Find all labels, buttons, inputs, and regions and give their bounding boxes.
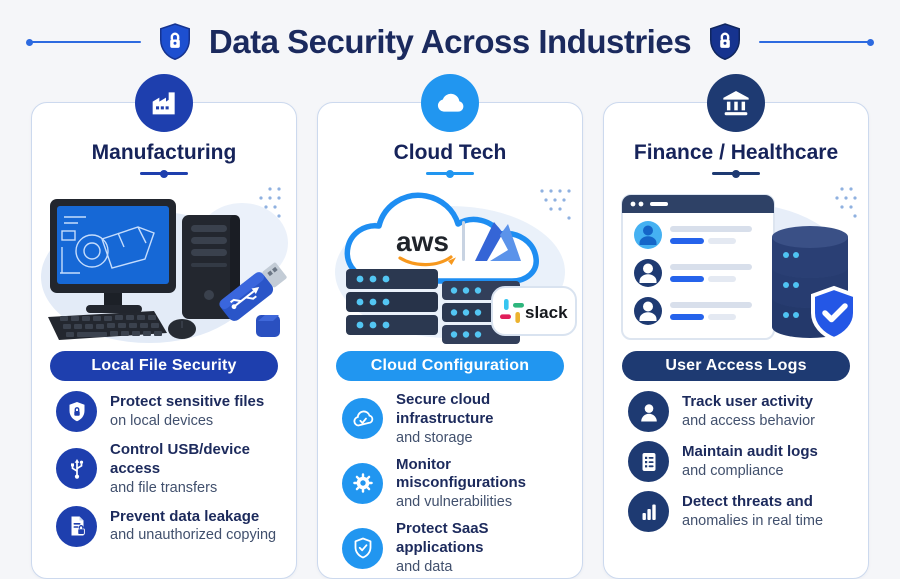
user-icon: [628, 391, 669, 432]
columns: Manufacturing: [0, 74, 900, 579]
slack-wordmark: slack: [525, 303, 568, 322]
document-lock-icon: [56, 505, 97, 547]
column-title: Cloud Tech: [393, 141, 507, 164]
cloud-outline: [344, 192, 539, 284]
logo-divider: [462, 221, 465, 261]
usb-cap: [256, 315, 280, 337]
shield-check-icon: [342, 527, 383, 569]
title-underline: [712, 172, 760, 175]
column-title: Finance / Healthcare: [633, 141, 839, 164]
dots-pattern: [540, 189, 571, 220]
usb-drive: [219, 262, 287, 321]
manufacturing-illustration: [32, 177, 296, 347]
cloud-check-icon: [342, 398, 383, 440]
finance-healthcare-illustration: [604, 177, 868, 347]
audit-log-icon: [628, 441, 669, 482]
azure-logo: [475, 222, 521, 261]
keyboard-keys: [60, 315, 162, 337]
shield-lock-icon: [157, 22, 193, 62]
dots-pattern: [259, 187, 281, 218]
dots-pattern: [835, 187, 857, 218]
bank-icon: [707, 74, 765, 132]
aws-smile: [398, 255, 453, 267]
banner-user-access-logs: User Access Logs: [622, 351, 850, 381]
factory-icon: [135, 74, 193, 132]
shield-lock-icon: [56, 391, 97, 432]
aws-logo: aws: [396, 226, 449, 257]
banner-cloud-configuration: Cloud Configuration: [336, 351, 564, 381]
decorative-line-left: [25, 38, 141, 46]
card-cloud-tech: Cloud Tech aws: [317, 74, 583, 579]
cloud-tech-illustration: aws: [318, 177, 582, 347]
usb-icon: [56, 448, 97, 490]
banner-local-file-security: Local File Security: [50, 351, 278, 381]
bar-chart-icon: [628, 491, 669, 532]
blueprint-drawing: [60, 216, 155, 274]
computer-usb-illustration: [41, 187, 288, 343]
mouse: [168, 319, 196, 339]
card-finance-healthcare: Finance / Healthcare: [603, 74, 869, 579]
cloud-servers-illustration: aws: [335, 189, 577, 344]
cloud-icon: [421, 74, 479, 132]
page-title: Data Security Across Industries: [208, 23, 692, 60]
title-underline: [426, 172, 474, 175]
shield-check-badge: [811, 285, 857, 342]
shield-lock-icon: [707, 22, 743, 62]
gear-icon: [342, 462, 383, 504]
card-manufacturing: Manufacturing: [31, 74, 297, 579]
slack-card: slack: [491, 286, 577, 336]
browser-window: [621, 194, 775, 340]
server-rack: [346, 269, 520, 344]
column-title: Manufacturing: [91, 141, 237, 164]
slack-logo: [500, 299, 524, 323]
title-underline: [140, 172, 188, 175]
decorative-line-right: [759, 38, 875, 46]
access-logs-illustration: [621, 187, 857, 342]
header: Data Security Across Industries: [0, 0, 900, 68]
